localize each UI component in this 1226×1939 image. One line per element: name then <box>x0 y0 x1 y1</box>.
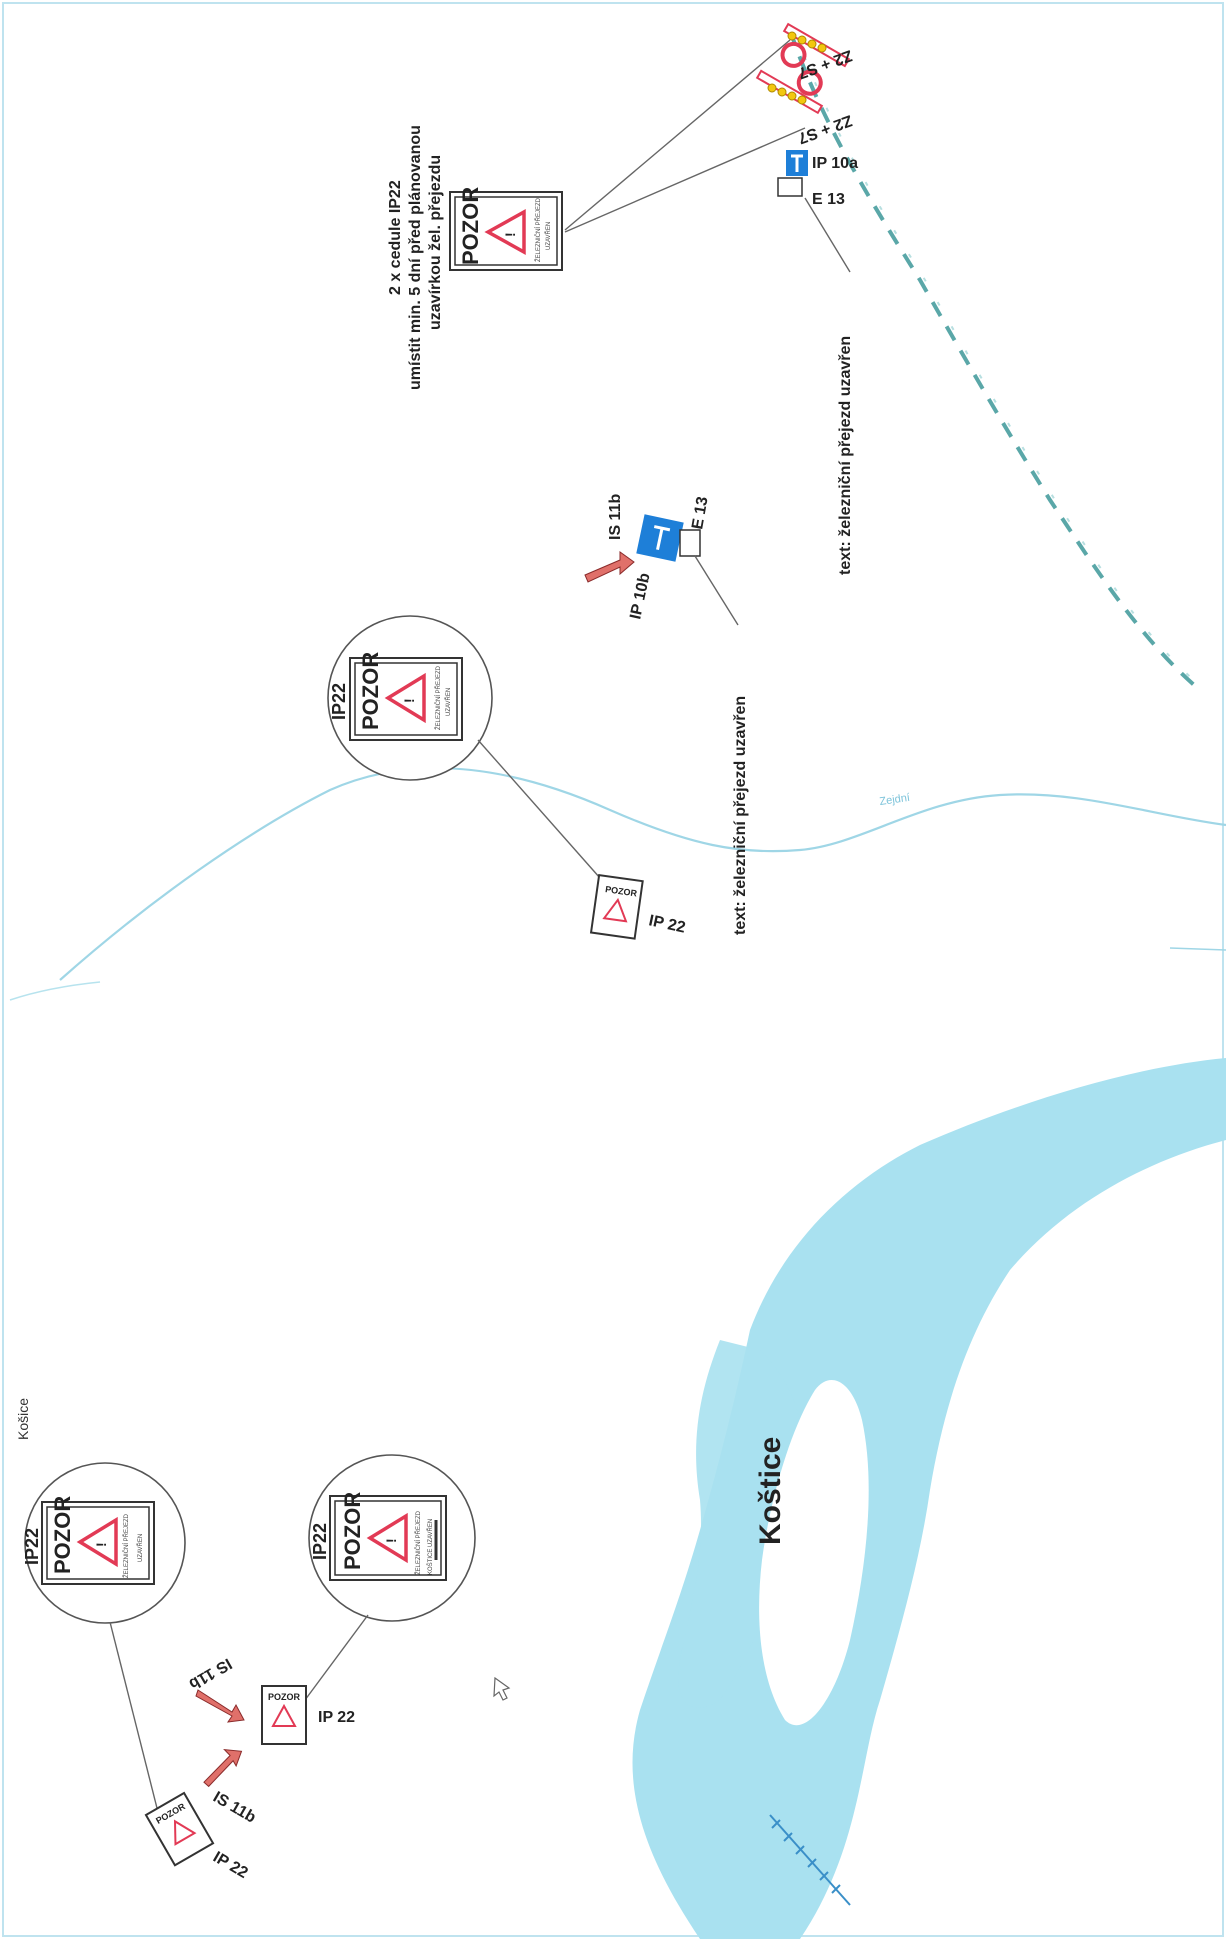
leader-zoom-left <box>109 1621 161 1821</box>
note-line1: 2 x cedule IP22 <box>387 180 404 295</box>
sign-pozor-text: POZOR <box>358 652 383 730</box>
sign-ip10b[interactable]: IS 11b IP 10b E 13 <box>584 494 712 621</box>
sign-ip10a[interactable]: IP 10a E 13 <box>777 150 858 208</box>
sign-text-a: ŽELEZNIČNÍ PŘEJEZD <box>122 1513 130 1578</box>
sign-pozor-text: POZOR <box>605 884 639 898</box>
label-ip22-zoom-mid: IP22 <box>329 683 349 720</box>
sign-ip22-note[interactable]: POZOR ! ŽELEZNIČNÍ PŘEJEZD UZAVŘEN <box>449 187 563 271</box>
sign-text-b: UZAVŘEN <box>444 688 452 716</box>
barrier-lamps <box>767 31 827 105</box>
warning-triangle-icon <box>602 897 628 923</box>
town-label: Košice <box>15 1398 31 1440</box>
label-text-closed-mid: text: železniční přejezd uzavřen <box>732 696 749 935</box>
warning-triangle-icon <box>484 209 526 255</box>
leader-zoom-mid <box>477 739 601 879</box>
place-label: Koštice <box>754 1437 787 1545</box>
sign-ip22-mid[interactable]: POZOR <box>589 873 644 940</box>
weir <box>769 1814 851 1906</box>
label-e13-mid: E 13 <box>689 495 711 530</box>
barrier-light-icon <box>796 69 823 96</box>
warning-triangle-icon <box>384 672 426 724</box>
label-ip22-zoom-left: IP22 <box>22 1528 42 1565</box>
barrier-group[interactable]: Z2 + S7 Z2 + S7 <box>755 22 854 147</box>
label-ip10b: IP 10b <box>627 571 653 621</box>
barrier-light-icon <box>780 41 807 68</box>
sign-text-b: UZAVŘEN <box>136 1534 144 1562</box>
sign-text-a: ŽELEZNIČNÍ PŘEJEZD <box>414 1510 422 1575</box>
stream-right <box>1169 947 1226 951</box>
sign-text-b: UZAVŘEN <box>544 222 552 250</box>
stream-upper <box>59 767 1226 981</box>
zoom-ip22-center[interactable]: IP22 POZOR ! ŽELEZNIČNÍ PŘEJEZD KOŠTICE … <box>308 1454 476 1622</box>
railway-line-shadow <box>794 29 1206 691</box>
is11b-arrow-icon[interactable] <box>195 1689 245 1723</box>
exclamation-icon: ! <box>502 232 518 237</box>
river-label: Zejdní <box>879 792 911 808</box>
label-ip22-bottom-center: IP 22 <box>318 1709 355 1726</box>
railway-line <box>788 29 1202 692</box>
warning-triangle-icon <box>271 1703 297 1727</box>
zoom-ip22-left[interactable]: IP22 POZOR ! ŽELEZNIČNÍ PŘEJEZD UZAVŘEN <box>22 1462 186 1624</box>
exclamation-icon: ! <box>383 1538 399 1543</box>
warning-triangle-icon <box>76 1516 118 1568</box>
e13-plate-icon <box>777 177 803 197</box>
sign-text-c: KOŠTICE UZAVŘEN <box>426 1519 434 1575</box>
island <box>759 1380 869 1726</box>
leader-text-top <box>804 197 851 273</box>
label-ip22-mid: IP 22 <box>647 912 687 936</box>
cursor-icon <box>493 1676 511 1701</box>
is11b-arrow-icon[interactable] <box>195 1743 249 1788</box>
label-is11b-mid: IS 11b <box>607 494 624 540</box>
note-line3: uzavírkou žel. přejezdu <box>427 155 444 330</box>
label-is11b-bottom-top: IS 11b <box>186 1655 235 1693</box>
exclamation-icon: ! <box>93 1542 109 1547</box>
label-ip22-bottom-left: IP 22 <box>210 1849 251 1882</box>
label-ip22-zoom-center: IP22 <box>310 1523 330 1560</box>
label-is11b-bottom: IS 11b <box>210 1789 259 1827</box>
exclamation-icon: ! <box>401 698 417 703</box>
note-line2: umístit min. 5 dní před plánovanou <box>407 125 424 390</box>
leader-zoom-center <box>304 1614 369 1701</box>
barrier-beam-top <box>782 22 851 68</box>
leader-note-1 <box>564 39 791 231</box>
is11b-arrow-icon <box>584 551 635 583</box>
sign-text-a: ŽELEZNIČNÍ PŘEJEZD <box>534 197 542 262</box>
warning-triangle-icon <box>173 1819 197 1846</box>
sign-pozor-text: POZOR <box>268 1692 301 1702</box>
label-ip10a: IP 10a <box>812 155 858 172</box>
label-text-closed-right: text: železniční přejezd uzavřen <box>837 336 854 575</box>
sign-pozor-text: POZOR <box>340 1492 365 1570</box>
stream-lower <box>9 981 101 1001</box>
warning-triangle-icon <box>366 1512 408 1564</box>
sign-text-a: ŽELEZNIČNÍ PŘEJEZD <box>434 665 442 730</box>
sign-ip22-bottom-center[interactable]: POZOR <box>261 1685 307 1745</box>
leader-note-2 <box>564 127 806 233</box>
river-main <box>632 1058 1226 1939</box>
e13-plate-icon <box>679 529 701 557</box>
leader-text-mid <box>694 555 739 626</box>
label-e13-top: E 13 <box>812 191 845 208</box>
sign-pozor-text: POZOR <box>458 187 483 265</box>
river-branch <box>678 1340 803 1708</box>
zoom-ip22-mid[interactable]: IP22 POZOR ! ŽELEZNIČNÍ PŘEJEZD UZAVŘEN <box>327 615 493 781</box>
sign-pozor-text: POZOR <box>50 1496 75 1574</box>
